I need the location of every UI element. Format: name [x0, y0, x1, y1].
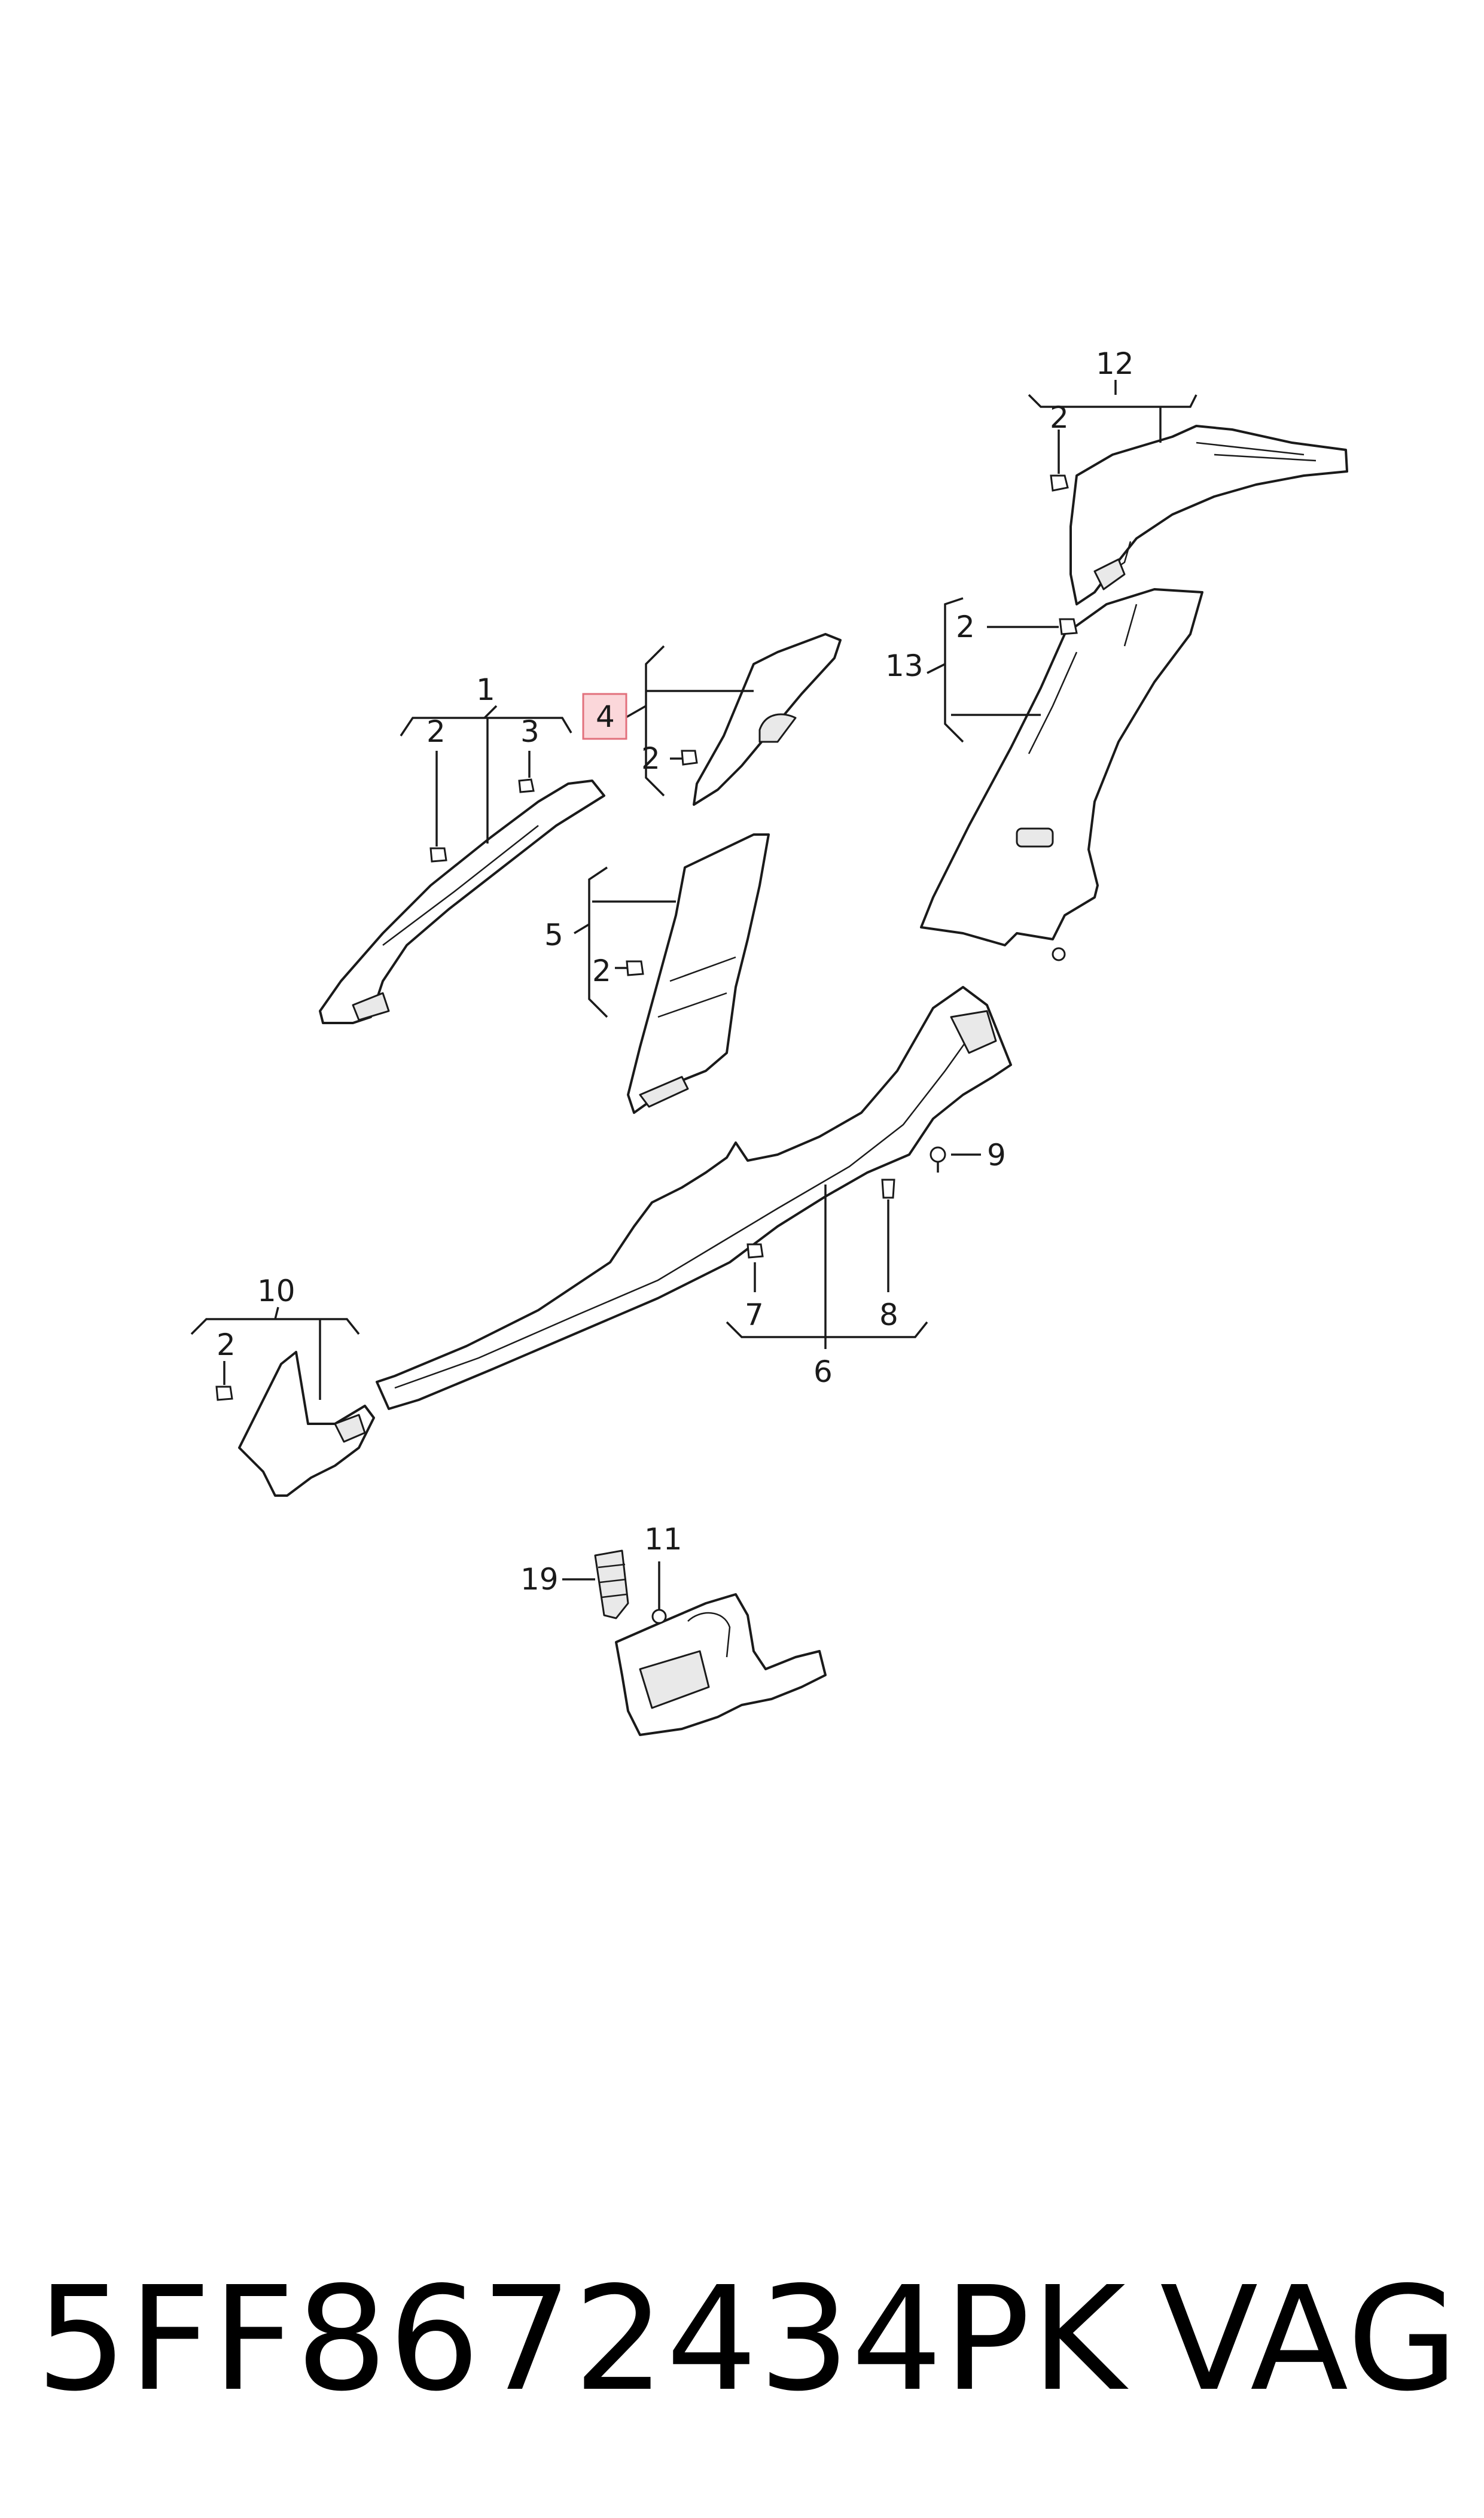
brand: VAG — [1160, 2255, 1459, 2423]
callout-7: 7 — [745, 1298, 764, 1332]
clip-8 — [881, 1179, 895, 1199]
callout-2-lower-pillar: 2 — [592, 954, 611, 988]
callout-1: 1 — [476, 672, 495, 707]
clip-10 — [215, 1386, 233, 1401]
footer: 5FF8672434PK VAG — [36, 2249, 1459, 2429]
part-12-rear-upper-trim — [1069, 425, 1348, 605]
clip-4 — [681, 750, 698, 766]
callout-3: 3 — [520, 714, 540, 749]
callout-12: 12 — [1096, 346, 1134, 381]
clip-11 — [651, 1609, 667, 1624]
leader-lines — [190, 380, 1197, 1609]
callout-13: 13 — [885, 648, 924, 683]
callout-2-rear-quarter: 2 — [956, 610, 975, 644]
callout-4: 4 — [596, 699, 615, 734]
highlight-box-part-4 — [582, 693, 627, 740]
part-5-lower-pillar-trim — [627, 833, 770, 1114]
callout-labels: 12 2 13 2 4 2 1 2 3 5 2 9 7 8 6 10 2 19 … — [217, 346, 1134, 1597]
clip-5 — [626, 960, 644, 976]
clips-1 — [429, 778, 535, 863]
clip-7 — [746, 1243, 764, 1259]
part-19-mesh-insert — [594, 1549, 629, 1619]
callout-11: 11 — [644, 1522, 682, 1557]
part-4-upper-pillar-trim — [693, 633, 842, 806]
callout-8: 8 — [879, 1298, 898, 1332]
callout-2-footwell: 2 — [217, 1327, 236, 1362]
callout-2-rear-upper: 2 — [1050, 400, 1069, 435]
callout-6: 6 — [813, 1354, 833, 1389]
screw-9 — [930, 1146, 946, 1173]
part-1-a-pillar-trim — [319, 780, 605, 1024]
part-13-rear-quarter-trim — [920, 588, 1203, 946]
part-number: 5FF8672434PK — [36, 2255, 1127, 2423]
callout-10: 10 — [257, 1274, 295, 1308]
callout-5: 5 — [544, 918, 563, 952]
clip-12 — [1050, 474, 1069, 492]
part-6-sill-trim — [376, 986, 1012, 1410]
part-10-footwell-trim — [238, 1351, 375, 1497]
callout-9: 9 — [987, 1138, 1006, 1173]
part-11-console-cover — [615, 1593, 827, 1736]
callout-19: 19 — [520, 1562, 559, 1597]
callout-2-a-pillar: 2 — [426, 714, 446, 749]
clip-13 — [1052, 618, 1078, 961]
callout-2-upper-pillar: 2 — [641, 741, 660, 776]
